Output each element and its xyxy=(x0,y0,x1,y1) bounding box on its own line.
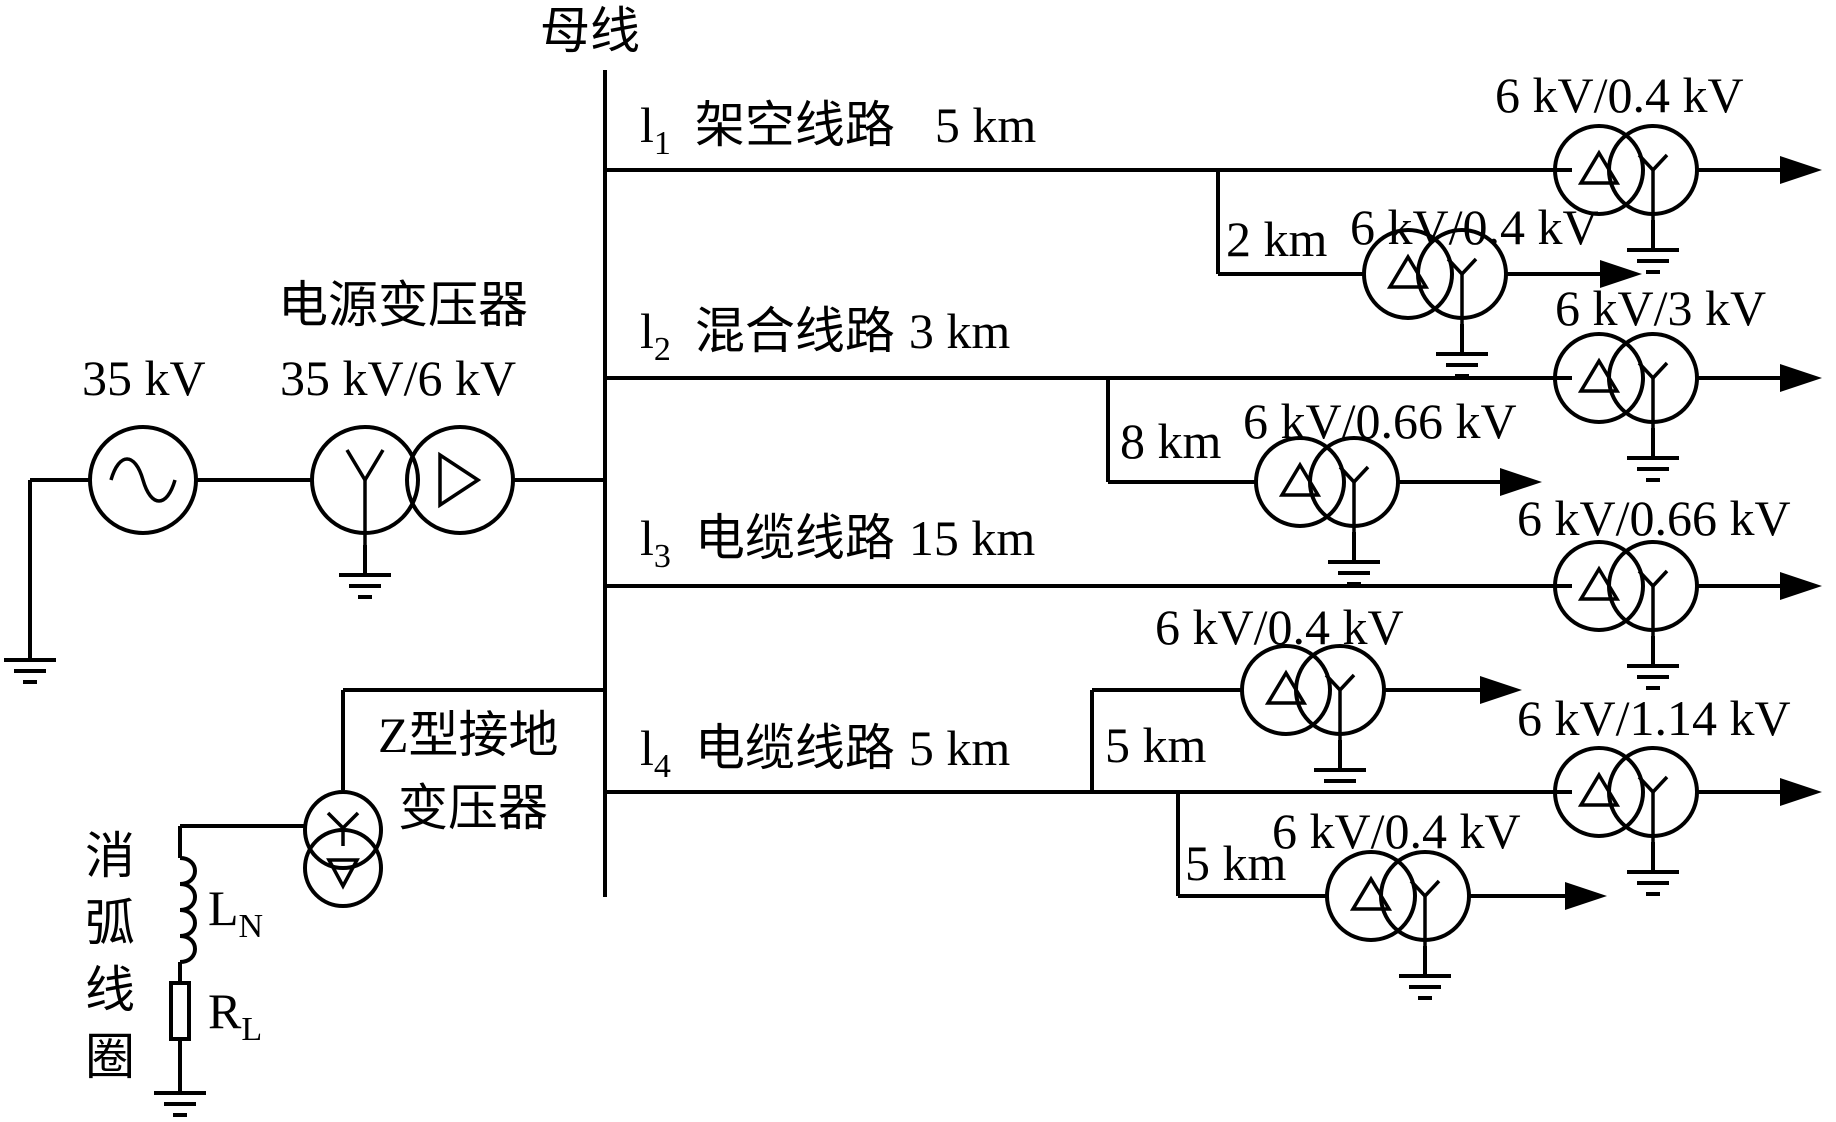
arrow-icon xyxy=(1480,676,1522,704)
power-transformer-ratio: 35 kV/6 kV xyxy=(280,350,516,406)
load-transformer-ratio-4: 6 kV/0.66 kV xyxy=(1243,393,1517,449)
branch-2km-label: 2 km xyxy=(1226,211,1328,267)
load-transformer-ratio-8: 6 kV/0.4 kV xyxy=(1272,803,1521,859)
z-transformer-label-line1: Z型接地 xyxy=(378,707,559,763)
resistor-label: RL xyxy=(208,983,262,1048)
bus-label: 母线 xyxy=(540,3,640,59)
arrow-icon xyxy=(1780,572,1822,600)
feeder-wiring xyxy=(605,168,1572,898)
branch-5km-lower-label: 5 km xyxy=(1185,835,1287,891)
load-transformer-ratio-1: 6 kV/0.4 kV xyxy=(1495,67,1744,123)
arc-coil-char-4: 圈 xyxy=(85,1029,135,1085)
arrow-icon xyxy=(1780,156,1822,184)
power-transformer-title: 电源变压器 xyxy=(278,277,528,333)
load-transformer-ratio-6: 6 kV/0.4 kV xyxy=(1155,599,1404,655)
source-ground xyxy=(2,478,90,684)
load-transformer-icon xyxy=(1254,436,1542,586)
arrow-icon xyxy=(1500,468,1542,496)
load-transformer-ratio-5: 6 kV/0.66 kV xyxy=(1517,490,1791,546)
arrow-icon xyxy=(1780,778,1822,806)
load-transformer-ratio-7: 6 kV/1.14 kV xyxy=(1517,690,1791,746)
load-transformer-icon xyxy=(1240,644,1522,794)
load-transformer-ratio-2: 6 kV/0.4 kV xyxy=(1350,199,1599,255)
arc-coil-char-1: 消 xyxy=(85,828,135,884)
load-transformers xyxy=(1240,124,1822,1000)
inductor-label: LN xyxy=(208,880,263,945)
source-voltage: 35 kV xyxy=(82,350,206,406)
load-transformer-icon xyxy=(1325,850,1607,1000)
arc-coil-char-2: 弧 xyxy=(85,895,135,951)
z-transformer-label-line2: 变压器 xyxy=(398,780,548,836)
load-transformer-icon xyxy=(1553,124,1822,274)
z-grounding-transformer-icon xyxy=(303,688,605,908)
load-transformer-icon xyxy=(1553,746,1822,896)
branch-8km-label: 8 km xyxy=(1120,413,1222,469)
branch-5km-upper-label: 5 km xyxy=(1105,717,1207,773)
power-transformer-icon xyxy=(310,425,515,599)
arrow-icon xyxy=(1600,260,1642,288)
arc-coil-char-3: 线 xyxy=(85,962,135,1018)
arrow-icon xyxy=(1780,364,1822,392)
load-transformer-ratio-3: 6 kV/3 kV xyxy=(1555,280,1766,336)
ac-source-icon xyxy=(88,425,198,535)
arrow-icon xyxy=(1565,882,1607,910)
load-transformer-icon xyxy=(1362,228,1642,378)
load-transformer-icon xyxy=(1553,332,1822,482)
arc-suppression-coil-icon xyxy=(152,824,305,1117)
load-transformer-icon xyxy=(1553,540,1822,690)
